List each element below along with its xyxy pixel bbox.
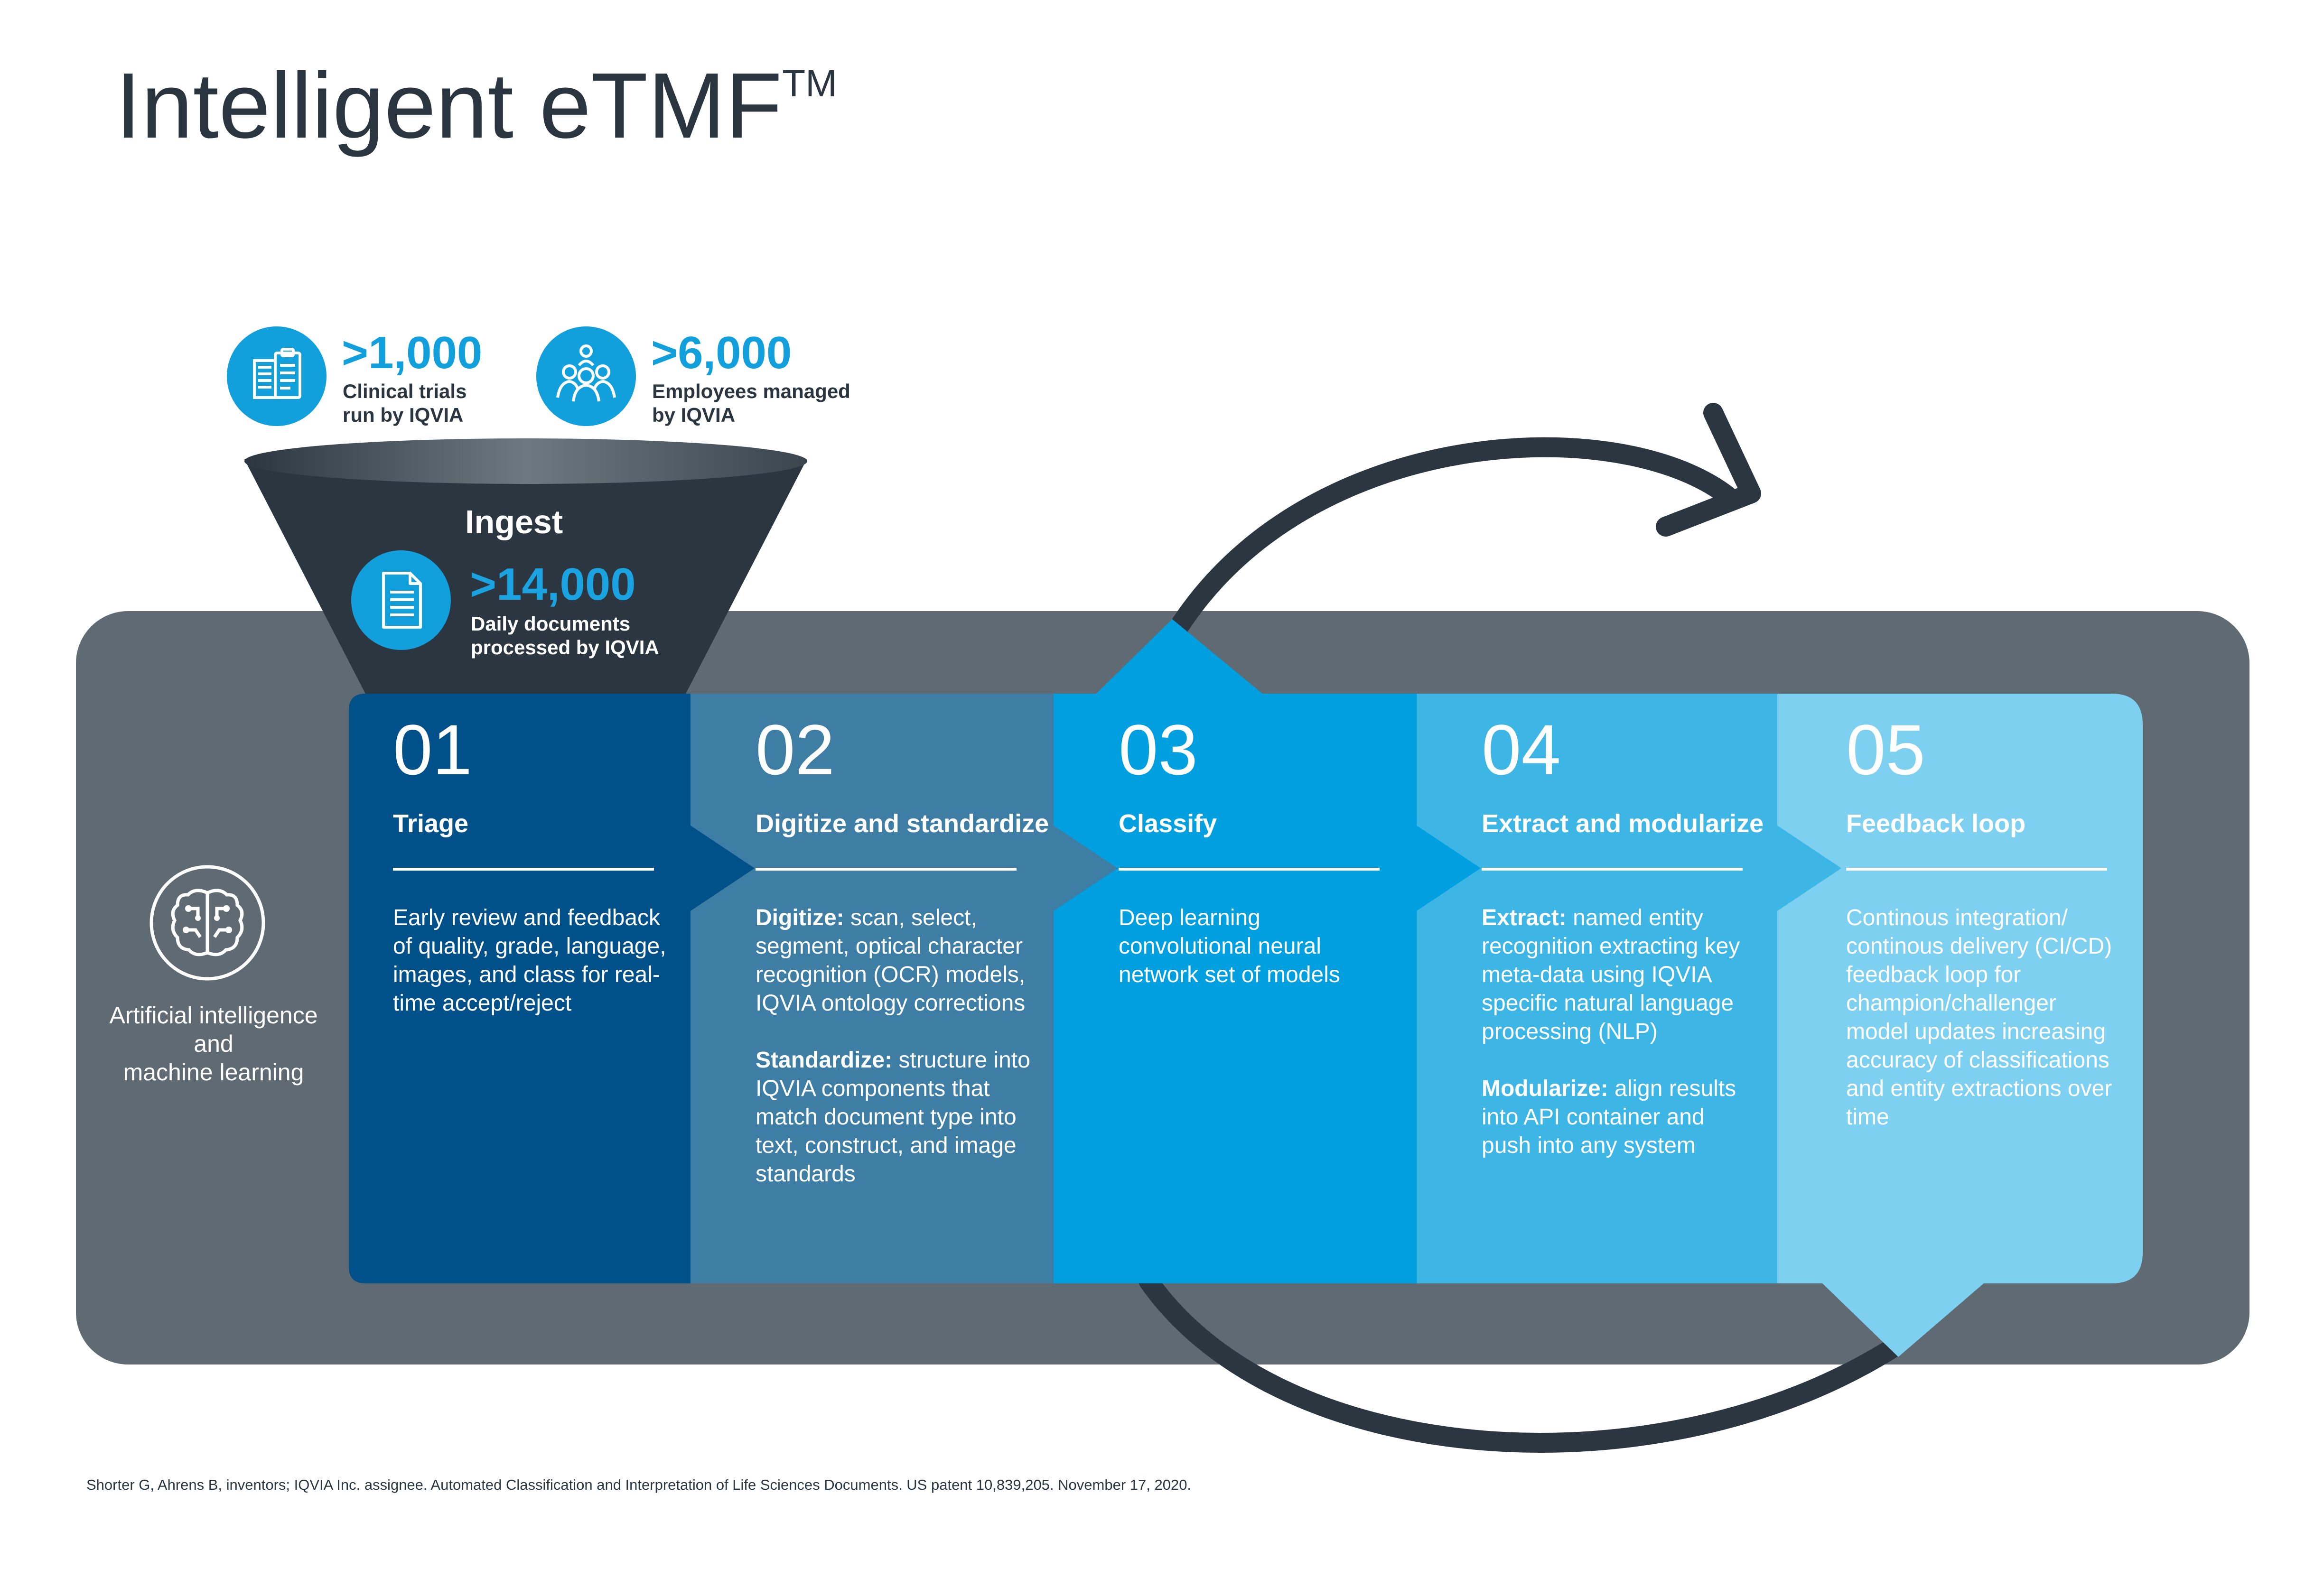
step-title: Triage xyxy=(393,809,469,838)
cycle-arrow-lower-arc xyxy=(1139,1271,1904,1453)
step-04: 04 Extract and modularize Extract: named… xyxy=(1482,710,1764,1188)
step-number: 01 xyxy=(393,710,472,789)
ingest-label: Daily documents processed by IQVIA xyxy=(471,613,659,659)
ingest-number: >14,000 xyxy=(470,559,636,610)
building-clipboard-icon xyxy=(227,326,327,426)
stat-employees-label: Employees managed by IQVIA xyxy=(652,380,850,427)
step-divider xyxy=(1119,868,1380,871)
brain-circuit-icon xyxy=(148,863,267,982)
stat-employees-number: >6,000 xyxy=(651,327,792,378)
stat-trials-label: Clinical trials run by IQVIA xyxy=(343,380,467,427)
step-body: Continous integration/ continous deliver… xyxy=(1846,904,2121,1132)
page-title: Intelligent eTMFTM xyxy=(115,54,837,158)
step-01: 01 Triage Early review and feedback of q… xyxy=(393,714,668,1046)
step-number: 04 xyxy=(1482,710,1561,789)
step-paragraph: Early review and feedback of quality, gr… xyxy=(393,905,666,1016)
step-paragraph: Standardize: structure into IQVIA compon… xyxy=(756,1048,1030,1187)
step-05: 05 Feedback loop Continous integration/ … xyxy=(1846,714,2121,1160)
step-03: 03 Classify Deep learning convolutional … xyxy=(1119,714,1399,1018)
step-paragraph: Modularize: align results into API conta… xyxy=(1482,1076,1736,1158)
funnel-rim xyxy=(244,438,807,484)
step-title: Feedback loop xyxy=(1846,809,2026,838)
step-paragraph: Deep learning convolutional neural netwo… xyxy=(1119,905,1340,987)
step-04-shape xyxy=(1414,694,1841,1283)
step-body: Early review and feedback of quality, gr… xyxy=(393,904,668,1018)
step-02-shape xyxy=(688,694,1118,1283)
step-number: 05 xyxy=(1846,710,1925,789)
people-group-icon xyxy=(536,326,636,426)
step-02: 02 Digitize and standardize Digitize: sc… xyxy=(756,710,1049,1217)
step-number: 02 xyxy=(756,710,835,789)
step-paragraph: Digitize: scan, select, segment, optical… xyxy=(756,905,1026,1016)
step-divider xyxy=(1482,868,1743,871)
step-03-shape xyxy=(1051,619,1481,1283)
step-number: 03 xyxy=(1119,710,1198,789)
stat-trials-number: >1,000 xyxy=(342,327,483,378)
step-01-shape xyxy=(349,694,755,1283)
step-body: Deep learning convolutional neural netwo… xyxy=(1119,904,1399,989)
step-body: Digitize: scan, select, segment, optical… xyxy=(756,904,1040,1188)
step-title: Digitize and standardize xyxy=(756,809,1049,838)
step-divider xyxy=(393,868,654,871)
document-icon xyxy=(351,550,451,650)
cycle-arrow-arc xyxy=(1153,437,1737,665)
step-body: Extract: named entity recognition extrac… xyxy=(1482,904,1757,1160)
step-05-shape xyxy=(1775,694,2143,1357)
step-title: Classify xyxy=(1119,809,1217,838)
step-divider xyxy=(1846,868,2107,871)
step-paragraph: Continous integration/ continous deliver… xyxy=(1846,905,2112,1130)
ai-label: Artificial intelligence and machine lear… xyxy=(109,1002,318,1086)
cycle-arrowhead xyxy=(1656,403,1761,537)
footnote-citation: Shorter G, Ahrens B, inventors; IQVIA In… xyxy=(86,1476,1192,1493)
ingest-title: Ingest xyxy=(465,503,563,540)
step-divider xyxy=(756,868,1017,871)
step-paragraph: Extract: named entity recognition extrac… xyxy=(1482,905,1740,1044)
step-title: Extract and modularize xyxy=(1482,809,1764,838)
